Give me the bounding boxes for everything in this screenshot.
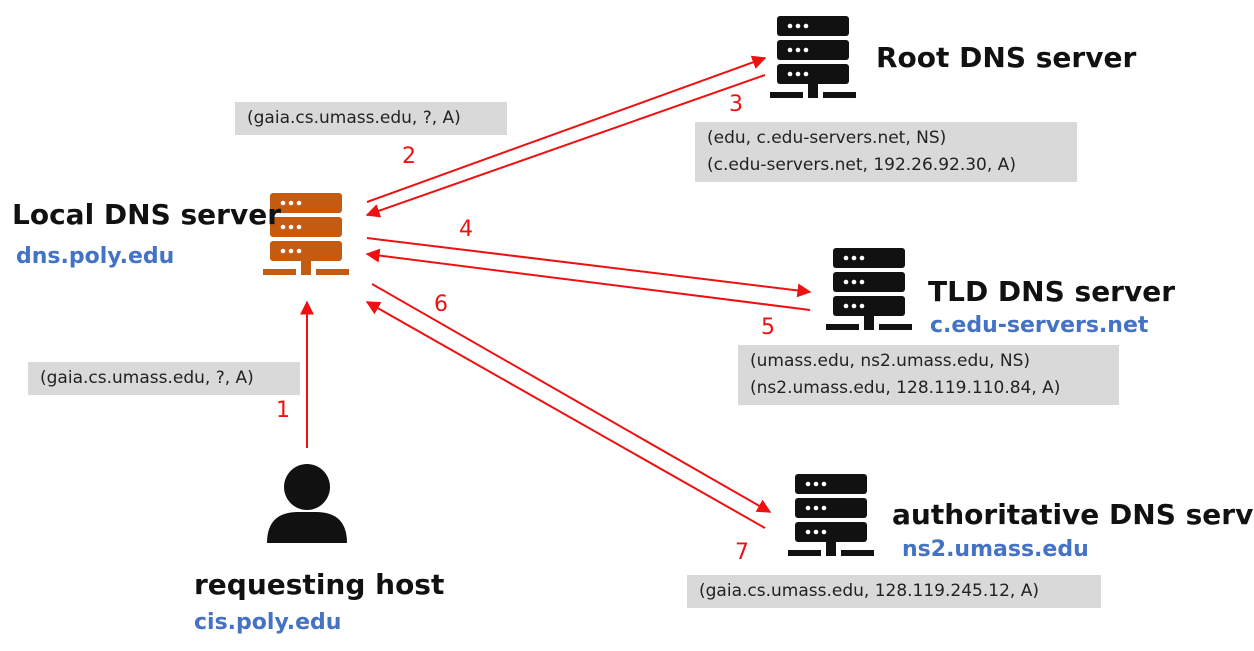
- root-reply-line-2: (c.edu-servers.net, 192.26.92.30, A): [707, 155, 1016, 175]
- step-7-label: 7: [735, 540, 749, 565]
- tld-dns-title: TLD DNS server: [928, 275, 1176, 308]
- step-6-label: 6: [434, 292, 448, 317]
- user-icon: [267, 464, 347, 543]
- auth-server-icon: [788, 474, 874, 556]
- local-dns-title: Local DNS server: [12, 198, 282, 231]
- arrow-step-7: [365, 301, 766, 529]
- root-server-icon: [770, 16, 856, 98]
- auth-dns-hostname: ns2.umass.edu: [902, 537, 1089, 562]
- query-message-host-to-local: (gaia.cs.umass.edu, ?, A): [28, 362, 300, 395]
- auth-dns-title: authoritative DNS server: [892, 498, 1254, 531]
- arrow-step-6: [371, 283, 772, 513]
- tld-reply-line-1: (umass.edu, ns2.umass.edu, NS): [750, 351, 1031, 371]
- arrow-step-5: [365, 248, 811, 311]
- root-dns-title: Root DNS server: [876, 41, 1137, 74]
- local-dns-hostname: dns.poly.edu: [16, 244, 175, 269]
- step-4-label: 4: [459, 217, 473, 242]
- auth-reply-message: (gaia.cs.umass.edu, 128.119.245.12, A): [687, 575, 1101, 608]
- tld-reply-line-2: (ns2.umass.edu, 128.119.110.84, A): [750, 378, 1061, 398]
- arrow-step-4: [366, 237, 812, 298]
- step-5-label: 5: [761, 315, 775, 340]
- query-message-text: (gaia.cs.umass.edu, ?, A): [247, 108, 461, 128]
- arrow-step-2: [366, 55, 767, 203]
- root-reply-message: (edu, c.edu-servers.net, NS) (c.edu-serv…: [695, 122, 1077, 182]
- tld-reply-message: (umass.edu, ns2.umass.edu, NS) (ns2.umas…: [738, 345, 1119, 405]
- tld-dns-hostname: c.edu-servers.net: [930, 313, 1149, 338]
- root-reply-line-1: (edu, c.edu-servers.net, NS): [707, 128, 947, 148]
- step-1-label: 1: [276, 398, 290, 423]
- step-3-label: 3: [729, 92, 743, 117]
- query-message-text: (gaia.cs.umass.edu, ?, A): [40, 368, 254, 388]
- auth-reply-text: (gaia.cs.umass.edu, 128.119.245.12, A): [699, 581, 1039, 601]
- requesting-host-hostname: cis.poly.edu: [194, 610, 342, 635]
- query-message-local-to-root: (gaia.cs.umass.edu, ?, A): [235, 102, 507, 135]
- arrow-step-3: [365, 74, 766, 218]
- step-2-label: 2: [402, 144, 416, 169]
- tld-server-icon: [826, 248, 912, 330]
- requesting-host-title: requesting host: [194, 568, 445, 601]
